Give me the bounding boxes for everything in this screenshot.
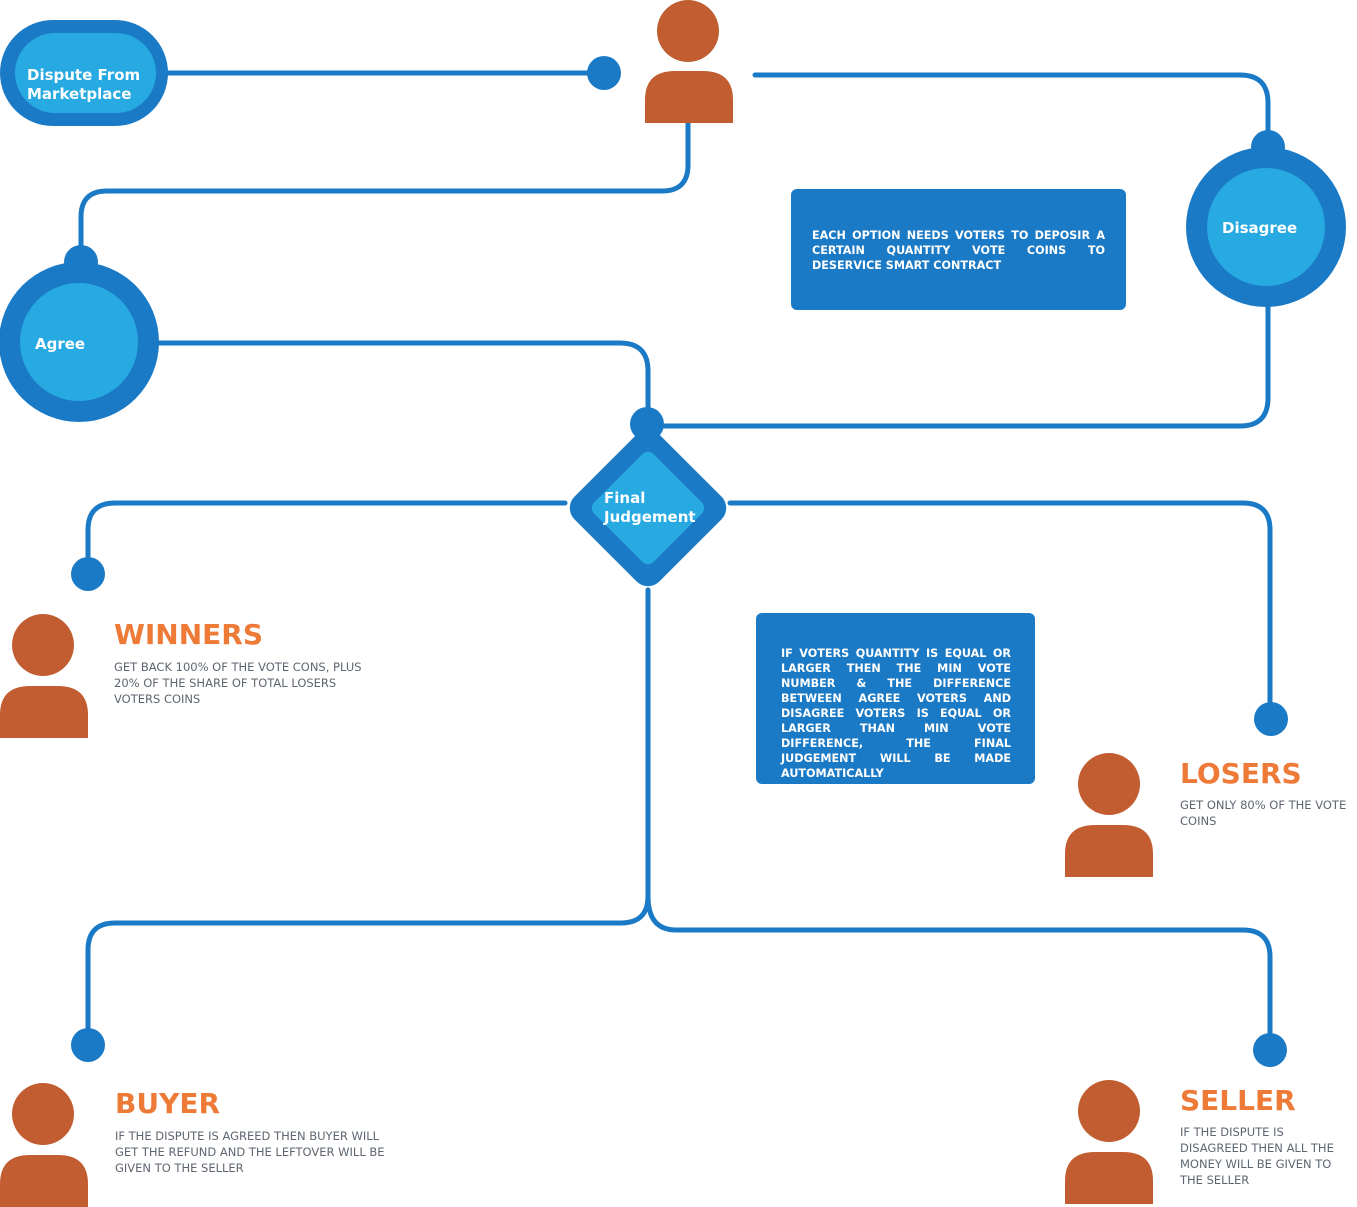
dispute-label-line2: Marketplace: [27, 85, 131, 103]
final-judgement-node: Final Judgement: [569, 429, 727, 587]
connector-final-to-buyer: [85, 587, 651, 1043]
losers-heading: LOSERS: [1180, 757, 1302, 790]
vote-deposit-note: EACH OPTION NEEDS VOTERS TO DEPOSIR A CE…: [791, 189, 1126, 310]
dot-icon: [587, 56, 621, 90]
dot-icon: [1254, 702, 1288, 736]
connector-final-to-losers: [727, 500, 1273, 718]
connector-voter-to-agree: [78, 119, 691, 263]
dot-icon: [1253, 1033, 1287, 1067]
seller-heading: SELLER: [1180, 1084, 1296, 1117]
dot-icon: [71, 557, 105, 591]
vote-deposit-note-text: EACH OPTION NEEDS VOTERS TO DEPOSIR A CE…: [812, 229, 1105, 272]
final-label-line1: Final: [604, 489, 645, 507]
person-icon: [1065, 753, 1153, 877]
person-icon: [0, 614, 88, 738]
person-icon: [645, 0, 733, 123]
connector-final-to-winners: [85, 500, 568, 573]
winners-heading: WINNERS: [114, 618, 264, 651]
winners-description: GET BACK 100% OF THE VOTE CONS, PLUS 20%…: [114, 660, 362, 706]
losers-description: GET ONLY 80% OF THE VOTE COINS: [1180, 798, 1347, 828]
buyer-heading: BUYER: [115, 1087, 221, 1120]
agree-node: Agree: [0, 262, 159, 422]
disagree-node: Disagree: [1186, 147, 1346, 307]
connector-agree-to-final: [155, 340, 651, 423]
auto-judgement-note-text: IF VOTERS QUANTITY IS EQUAL OR LARGER TH…: [781, 647, 1011, 780]
person-icon: [0, 1083, 88, 1207]
disagree-label: Disagree: [1222, 219, 1297, 237]
dot-icon: [71, 1028, 105, 1062]
seller-description: IF THE DISPUTE IS DISAGREED THEN ALL THE…: [1180, 1125, 1334, 1187]
person-icon: [1065, 1080, 1153, 1204]
final-label-line2: Judgement: [603, 508, 696, 526]
dispute-label-line1: Dispute From: [27, 66, 140, 84]
buyer-description: IF THE DISPUTE IS AGREED THEN BUYER WILL…: [115, 1129, 385, 1175]
dispute-node: Dispute From Marketplace: [0, 20, 168, 126]
connector-disagree-to-final: [645, 303, 1271, 429]
connector-final-to-seller: [645, 893, 1273, 1048]
auto-judgement-note: IF VOTERS QUANTITY IS EQUAL OR LARGER TH…: [756, 613, 1035, 784]
connector-voter-to-disagree: [752, 72, 1271, 148]
agree-label: Agree: [35, 335, 85, 353]
